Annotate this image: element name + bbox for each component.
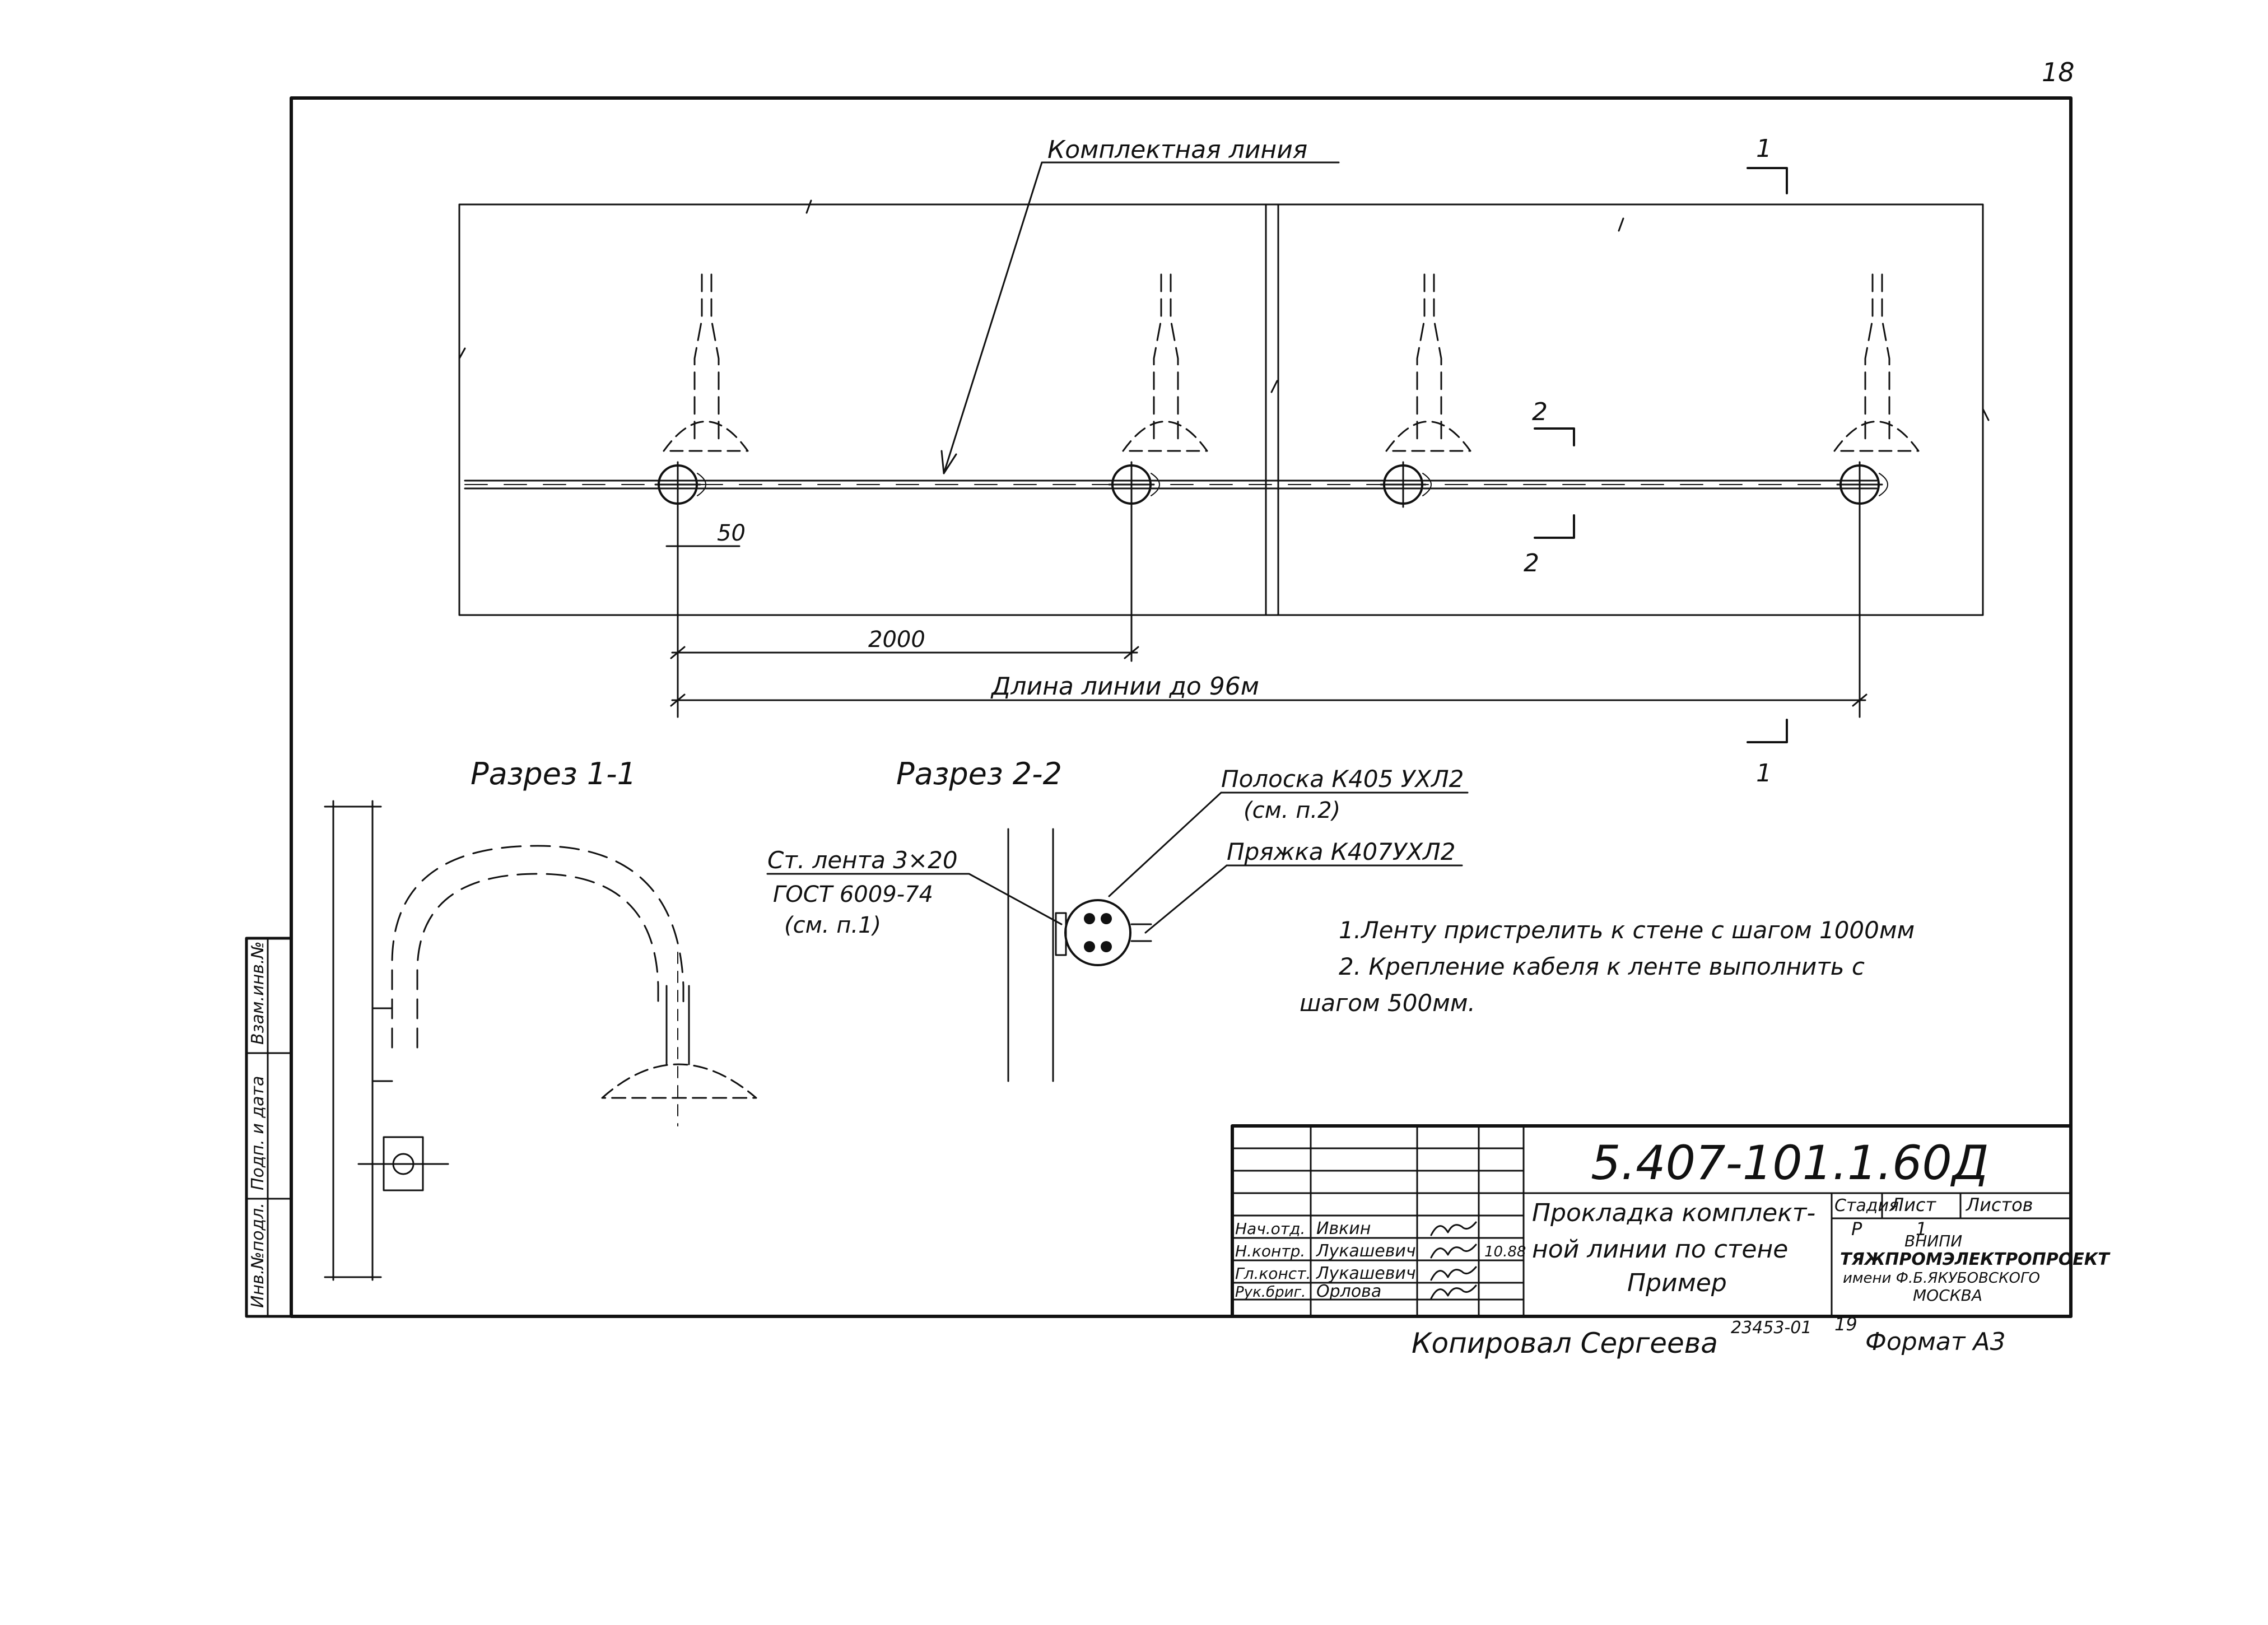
svg-text:1: 1 xyxy=(1756,134,1772,163)
note-3: шагом 500мм. xyxy=(1300,989,1475,1017)
order-number: 23453-01 xyxy=(1731,1318,1811,1338)
side-stamp: Инв.№подл. Подп. и дата Взам.инв.№ xyxy=(245,937,293,1318)
role-2-date: 10.88 xyxy=(1484,1244,1526,1260)
tape-ref: (см. п.1) xyxy=(784,912,881,938)
svg-text:1: 1 xyxy=(1756,759,1772,788)
sheet-value: 1 xyxy=(1916,1218,1927,1240)
notes: 1.Ленту пристрелить к стене с шагом 1000… xyxy=(1300,916,1915,1017)
sheet-frame xyxy=(290,96,2073,1318)
luminaire-1 xyxy=(654,273,749,508)
buckle-label: Пряжка К407УХЛ2 xyxy=(1227,838,1455,865)
tape-gost: ГОСТ 6009-74 xyxy=(773,882,933,907)
copied-by: Копировал Сергеева xyxy=(1412,1327,1718,1359)
role-3-name: Лукашевич xyxy=(1316,1264,1416,1283)
section-2-2-title: Разрез 2-2 xyxy=(896,756,1062,791)
plan-view: Комплектная линия 1 1 2 2 50 2000 Длина … xyxy=(458,134,1990,788)
role-1-name: Ивкин xyxy=(1316,1219,1371,1238)
side-stamp-inv: Инв.№подл. xyxy=(248,1203,268,1308)
luminaire-4 xyxy=(1833,273,1920,508)
org-line-3: имени Ф.Б.ЯКУБОВСКОГО xyxy=(1843,1270,2040,1287)
section-mark-2-top: 2 xyxy=(1532,398,1575,446)
strip-label: Полоска К405 УХЛ2 xyxy=(1221,765,1464,793)
svg-text:2: 2 xyxy=(1532,398,1548,426)
section-1-1-title: Разрез 1-1 xyxy=(471,756,636,791)
org-line-2: ТЯЖПРОМЭЛЕКТРОПРОЕКТ xyxy=(1840,1250,2111,1269)
svg-text:2: 2 xyxy=(1524,549,1539,578)
section-2-2: Разрез 2-2 Полоска К405 УХЛ2 (см. п.2) П… xyxy=(766,756,1469,1082)
tape-label: Ст. лента 3×20 xyxy=(767,846,958,874)
stage-value: Р xyxy=(1851,1218,1862,1240)
role-4: Рук.бриг. xyxy=(1235,1284,1306,1301)
section-1-1: Разрез 1-1 xyxy=(324,756,757,1281)
org-line-4: МОСКВА xyxy=(1913,1286,1982,1305)
org-line-1: ВНИПИ xyxy=(1904,1232,1962,1250)
strip-ref: (см. п.2) xyxy=(1244,798,1340,823)
note-1: 1.Ленту пристрелить к стене с шагом 1000… xyxy=(1339,916,1915,944)
title-block: 5.407-101.1.60Д Прокладка комплект- ной … xyxy=(1231,1124,2111,1318)
dimension-lines xyxy=(665,506,1866,718)
role-2-name: Лукашевич xyxy=(1316,1241,1416,1261)
wall-joint xyxy=(1265,203,1279,616)
format: Формат А3 xyxy=(1865,1328,2006,1356)
cable-line xyxy=(464,479,1878,490)
sheet-header: Лист xyxy=(1890,1194,1936,1216)
drawing-title-3: Пример xyxy=(1627,1269,1727,1297)
footer: Копировал Сергеева 23453-01 19 Формат А3 xyxy=(1412,1314,2006,1359)
section-mark-1-top: 1 xyxy=(1747,134,1788,194)
role-3: Гл.конст. xyxy=(1235,1264,1311,1283)
role-2: Н.контр. xyxy=(1235,1242,1305,1260)
section-mark-2-bottom: 2 xyxy=(1524,514,1575,578)
drawing-title-2: ной линии по стене xyxy=(1532,1235,1788,1264)
page-number: 18 xyxy=(2042,57,2075,87)
dim-50: 50 xyxy=(717,520,746,546)
drawing-title-1: Прокладка комплект- xyxy=(1532,1199,1815,1227)
drawing-code: 5.407-101.1.60Д xyxy=(1591,1135,1988,1190)
section-mark-1-bottom: 1 xyxy=(1747,719,1788,788)
note-2: 2. Крепление кабеля к ленте выполнить с xyxy=(1339,953,1865,980)
wall-outline xyxy=(458,203,1984,616)
role-1: Нач.отд. xyxy=(1235,1219,1305,1238)
stage-header: Стадия xyxy=(1834,1196,1899,1216)
sheet-number: 19 xyxy=(1834,1314,1857,1335)
luminaire-2 xyxy=(1108,273,1208,508)
luminaire-3 xyxy=(1380,273,1471,508)
sheets-header: Листов xyxy=(1966,1194,2033,1216)
signatures xyxy=(1430,1221,1477,1300)
line-label-leader xyxy=(943,161,1340,474)
dim-length: Длина линии до 96м xyxy=(990,672,1259,701)
line-label: Комплектная линия xyxy=(1047,136,1307,164)
side-stamp-sign: Подп. и дата xyxy=(248,1076,268,1190)
side-stamp-replace: Взам.инв.№ xyxy=(248,941,268,1045)
dim-2000: 2000 xyxy=(868,627,925,653)
role-4-name: Орлова xyxy=(1316,1282,1381,1301)
